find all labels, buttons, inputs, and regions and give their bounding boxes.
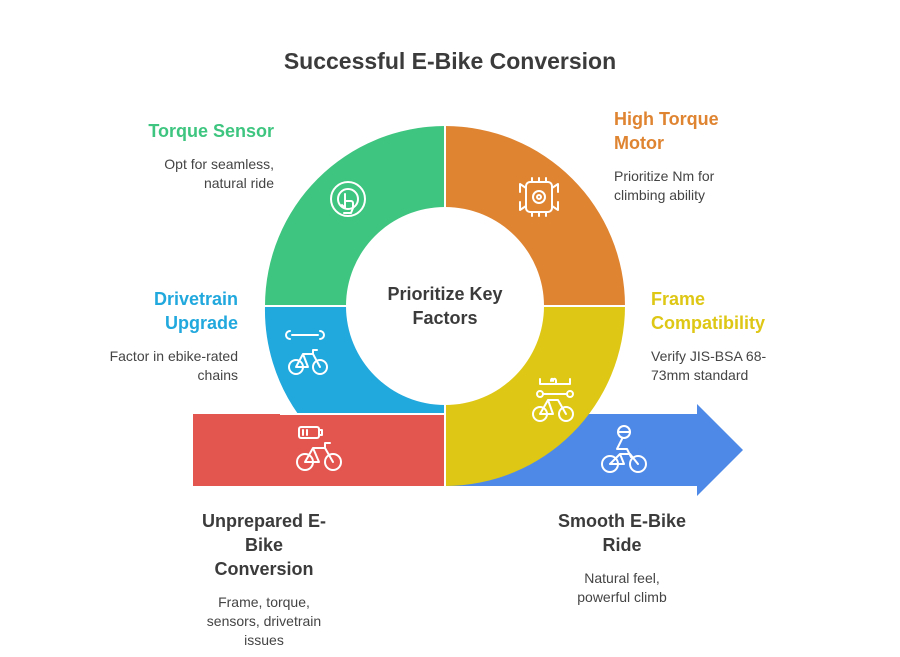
- description-line: Frame, torque,: [218, 594, 310, 610]
- description-line: Factor in ebike-rated: [109, 348, 238, 364]
- description-line: Verify JIS-BSA 68-: [651, 348, 767, 364]
- segment-high-torque-motor: [445, 126, 625, 306]
- motor-gear-icon: [519, 177, 559, 217]
- segment-torque-sensor: [265, 126, 445, 306]
- high-torque-motor-description: Prioritize Nm for climbing ability: [614, 167, 874, 205]
- center-label-line-1: Prioritize Key: [387, 284, 503, 304]
- segment-dividers: [262, 120, 628, 488]
- heading-line: Smooth E-Bike: [557, 511, 686, 531]
- start-bar: [193, 414, 445, 486]
- drivetrain-upgrade-callout: Drivetrain Upgrade Factor in ebike-rated…: [0, 287, 238, 385]
- wrench-bike-icon: [285, 330, 328, 375]
- heading-line: Compatibility: [651, 313, 766, 333]
- torque-sensor-description: Opt for seamless, natural ride: [14, 155, 274, 193]
- description-line: 73mm standard: [651, 367, 749, 383]
- heading-line: Unprepared E-: [201, 511, 327, 531]
- description-line: issues: [244, 632, 284, 648]
- drivetrain-upgrade-description: Factor in ebike-rated chains: [0, 347, 238, 385]
- heading-line: Drivetrain: [153, 289, 238, 309]
- segment-drivetrain-upgrade: [264, 306, 445, 414]
- end-heading: Smooth E-Bike Ride: [522, 509, 722, 557]
- segment-frame-compatibility: [445, 306, 625, 486]
- touch-icon: [330, 181, 366, 217]
- frame-compatibility-description: Verify JIS-BSA 68- 73mm standard: [651, 347, 891, 385]
- end-callout: Smooth E-Bike Ride Natural feel, powerfu…: [522, 509, 722, 607]
- bike-frame-measure-icon: [532, 377, 574, 422]
- diagram-title: Successful E-Bike Conversion: [283, 48, 617, 74]
- torque-sensor-heading: Torque Sensor: [14, 119, 274, 143]
- description-line: Natural feel,: [584, 570, 660, 586]
- heading-line: Bike: [244, 535, 284, 555]
- heading-line: High Torque: [614, 109, 719, 129]
- rider-bike-icon: [601, 425, 647, 473]
- description-line: powerful climb: [577, 589, 667, 605]
- frame-compatibility-heading: Frame Compatibility: [651, 287, 891, 335]
- heading-line: Frame: [651, 289, 706, 309]
- start-description: Frame, torque, sensors, drivetrain issue…: [164, 593, 364, 650]
- high-torque-motor-callout: High Torque Motor Prioritize Nm for clim…: [614, 107, 874, 205]
- heading-line: Upgrade: [164, 313, 238, 333]
- description-line: chains: [197, 367, 238, 383]
- end-description: Natural feel, powerful climb: [522, 569, 722, 607]
- torque-sensor-callout: Torque Sensor Opt for seamless, natural …: [14, 119, 274, 193]
- center-label: Prioritize Key Factors: [345, 282, 545, 330]
- start-heading: Unprepared E- Bike Conversion: [164, 509, 364, 581]
- frame-compatibility-callout: Frame Compatibility Verify JIS-BSA 68- 7…: [651, 287, 891, 385]
- high-torque-motor-heading: High Torque Motor: [614, 107, 874, 155]
- center-label-line-2: Factors: [412, 308, 478, 328]
- heading-line: Motor: [614, 133, 664, 153]
- battery-bike-icon: [296, 426, 342, 471]
- description-line: Opt for seamless,: [164, 156, 274, 172]
- heading-line: Conversion: [214, 559, 314, 579]
- heading-line: Torque Sensor: [148, 121, 274, 141]
- description-line: Prioritize Nm for: [614, 168, 715, 184]
- description-line: natural ride: [203, 175, 274, 191]
- description-line: climbing ability: [614, 187, 706, 203]
- start-callout: Unprepared E- Bike Conversion Frame, tor…: [164, 509, 364, 650]
- description-line: sensors, drivetrain: [206, 613, 322, 629]
- heading-line: Ride: [602, 535, 642, 555]
- drivetrain-upgrade-heading: Drivetrain Upgrade: [0, 287, 238, 335]
